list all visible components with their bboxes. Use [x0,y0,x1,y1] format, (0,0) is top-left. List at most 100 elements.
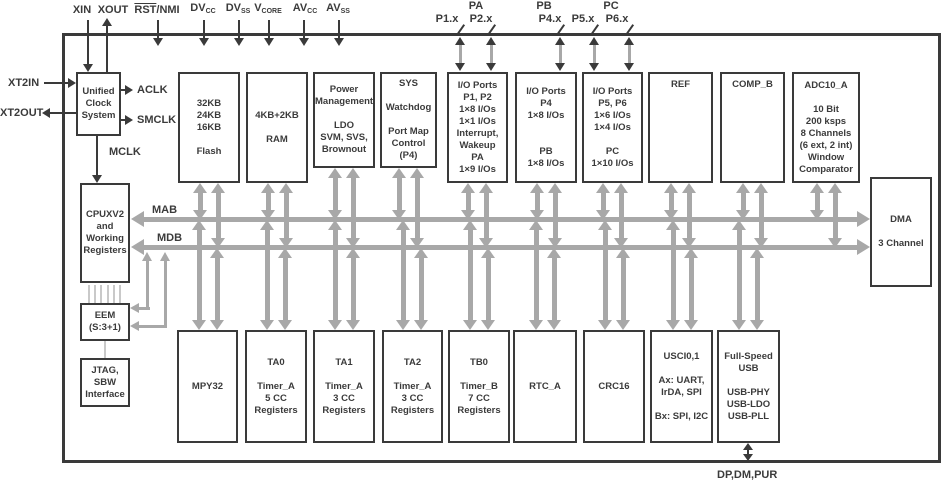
port-label-p2x: P2.x [469,13,493,25]
bus-arrow [529,220,543,330]
block-io-ports-p4: I/O Ports P4 1×8 I/Os PB 1×8 I/Os [515,72,577,183]
dvcc-base: DV [190,2,206,14]
bus-arrow [279,183,293,248]
bus-arrow [664,183,678,220]
block-text: I/O Ports P4 1×8 I/Os PB 1×8 I/Os [526,85,566,169]
block-jtag-sbw: JTAG, SBW Interface [80,358,130,407]
xout-arrow [102,18,112,72]
block-text: 32KB 24KB 16KB Flash [196,97,222,157]
bus-arrow [193,183,207,220]
block-text: USCI0,1 Ax: UART, IrDA, SPI Bx: SPI, I2C [654,350,709,422]
signal-label-aclk: ACLK [137,84,168,96]
block-dma: DMA 3 Channel [870,177,932,287]
block-comp-b: COMP_B [720,72,785,183]
block-ta2: TA2 Timer_A 3 CC Registers [382,330,443,443]
mclk-arrow [92,136,102,183]
pin-label-avss: AVSS [326,2,350,18]
block-text: Power Management LDO SVM, SVS, Brownout [315,84,374,155]
bus-arrow [210,248,224,330]
block-text: RTC_A [529,380,561,392]
bus-arrow [598,220,612,330]
block-ref: REF [648,72,713,183]
pin-label-dp-dm-pur: DP,DM,PUR [717,469,778,481]
xt2out-arrow [42,108,76,118]
block-text: 4KB+2KB RAM [255,109,299,145]
block-usci: USCI0,1 Ax: UART, IrDA, SPI Bx: SPI, I2C [650,330,713,443]
bus-arrow [736,183,750,220]
bus-arrow [616,248,630,330]
bus-arrow [754,183,768,248]
block-sys-watchdog: SYS Watchdog Port Map Control (P4) [380,72,437,168]
mdb-bus [131,239,870,256]
nmi-text: /NMI [156,4,180,16]
block-text: TA2 Timer_A 3 CC Registers [390,356,435,416]
block-text: SYS Watchdog Port Map Control (P4) [385,78,432,161]
pin-arrow [299,20,309,46]
vcore-base: V [254,2,262,14]
port-group-label-pa: PA [468,0,484,12]
block-cpu: CPUXV2 and Working Registers [80,183,130,283]
bus-arrow [346,248,360,330]
block-text: I/O Ports P5, P6 1×6 I/Os 1×4 I/Os PC 1×… [591,85,634,169]
block-text: EEM (S:3+1) [89,310,121,333]
port-group-label-pb: PB [536,0,552,12]
port-arrow [589,37,599,71]
block-tb0: TB0 Timer_B 7 CC Registers [448,330,510,443]
pin-arrow [199,20,209,46]
block-text: REF [671,79,690,90]
bus-arrow [410,168,424,248]
mab-bus [131,211,870,228]
pin-label-vcore: VCORE [254,2,282,18]
pin-label-dvcc: DVCC [190,2,215,18]
pin-arrow [153,20,163,46]
block-power-management: Power Management LDO SVM, SVS, Brownout [313,72,375,168]
port-arrow [555,37,565,71]
bus-arrow [547,248,561,330]
block-text: ADC10_A 10 Bit 200 ksps 8 Channels (6 ex… [799,79,853,175]
xin-arrow [83,20,93,72]
block-ram: 4KB+2KB RAM [246,72,308,183]
avss-sub: SS [340,8,350,15]
dvcc-sub: CC [205,8,216,15]
block-text: I/O Ports P1, P2 1×8 I/Os 1×1 I/Os Inter… [456,79,499,175]
aclk-arrow [121,85,133,95]
block-text: COMP_B [732,79,773,90]
bus-arrow [192,220,206,330]
block-adc10-a: ADC10_A 10 Bit 200 ksps 8 Channels (6 ex… [792,72,860,183]
vcore-sub: CORE [261,8,282,15]
block-text: JTAG, SBW Interface [85,364,125,400]
pin-label-avcc: AVCC [293,2,318,18]
bus-arrow [750,248,764,330]
cpu-eem-ribbon-line [88,285,90,303]
pin-label-xin: XIN [72,4,92,16]
bus-arrow [666,220,680,330]
pin-label-xout: XOUT [97,4,129,16]
bus-arrow [392,168,406,220]
block-crc16: CRC16 [583,330,645,443]
bus-arrow [260,220,274,330]
bus-arrow [278,248,292,330]
port-arrow [486,37,496,71]
rst-overline: RST [134,3,157,16]
bus-arrow [732,220,746,330]
bus-arrow [614,183,628,248]
bus-label-mdb: MDB [157,232,183,244]
cpu-eem-ribbon-line [100,285,102,303]
bus-arrow [414,248,428,330]
bus-arrow [479,183,493,248]
pin-label-dvss: DVSS [226,2,251,18]
block-rtc-a: RTC_A [513,330,577,443]
block-mpy32: MPY32 [177,330,238,443]
port-label-p6x: P6.x [605,13,629,25]
bus-arrow [828,183,842,248]
cpu-eem-ribbon-line [107,285,109,303]
port-label-p5x: P5.x [571,13,595,25]
block-ta0: TA0 Timer_A 5 CC Registers [245,330,307,443]
block-unified-clock-system: Unified Clock System [76,72,121,136]
avcc-base: AV [292,2,308,14]
bus-arrow [548,183,562,248]
cpu-eem-ribbon-line [94,285,96,303]
bus-arrow [211,183,225,248]
bus-arrow [682,183,696,248]
